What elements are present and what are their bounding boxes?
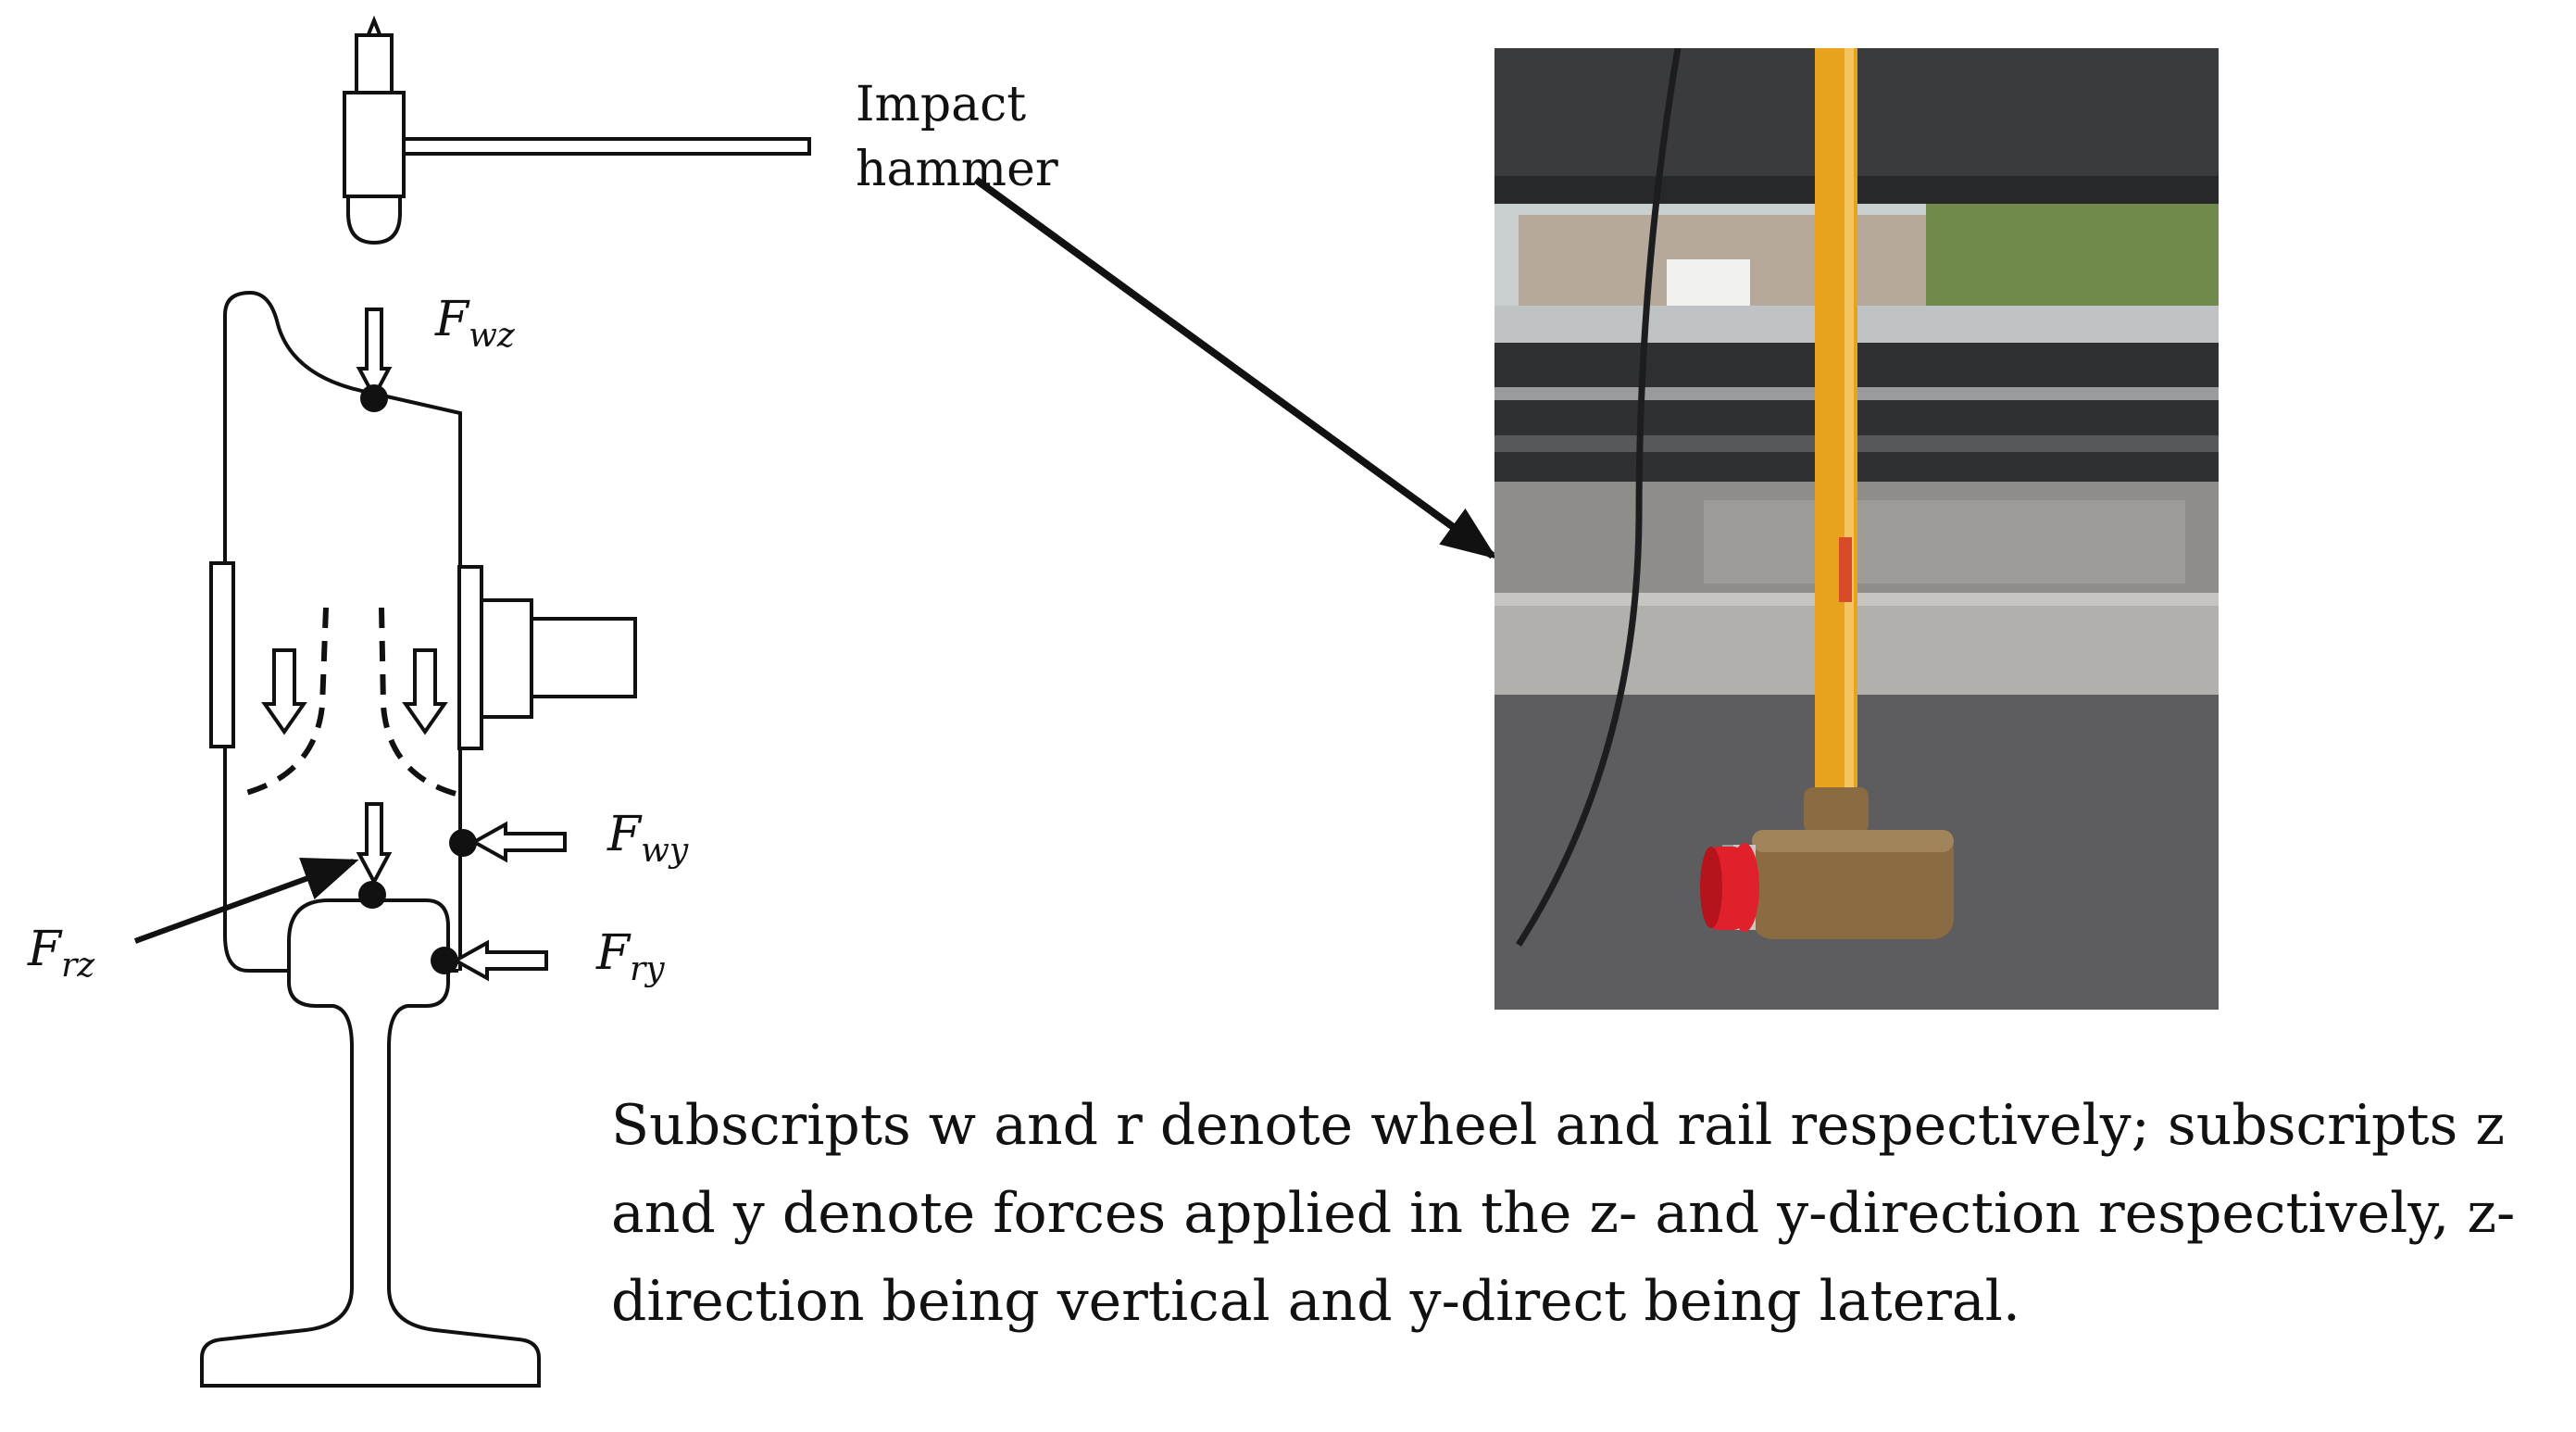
contact-points	[358, 384, 477, 974]
hammer-schematic	[343, 15, 811, 245]
hammer-label-line2: hammer	[856, 142, 1058, 197]
force-label-ry: Fry	[595, 925, 665, 988]
force-arrow-rz-down-icon	[356, 802, 393, 886]
contact-point-wy	[449, 829, 477, 857]
rail-schematic	[200, 898, 541, 1388]
contact-point-wz	[360, 384, 388, 412]
hammer-pointer-arrow	[973, 176, 1497, 559]
contact-point-ry	[431, 947, 458, 974]
wheel-schematic	[209, 290, 637, 973]
force-label-wz: Fwz	[434, 292, 516, 355]
wheel-load-arrow-right-icon	[402, 648, 448, 735]
force-arrows	[356, 308, 567, 982]
force-pointer-rz	[133, 857, 359, 944]
contact-point-rz	[358, 881, 386, 909]
force-arrow-ry-icon	[451, 939, 548, 982]
figure-caption: Subscripts w and r denote wheel and rail…	[611, 1093, 2516, 1334]
wheel-load-arrow-left-icon	[261, 648, 307, 735]
force-arrow-wy-icon	[469, 821, 567, 863]
hammer-label-line1: Impact	[856, 77, 1026, 132]
force-label-rz: Frz	[27, 922, 95, 985]
hammer-photo	[1494, 48, 2219, 1010]
force-label-wy: Fwy	[606, 807, 689, 870]
force-arrow-wz-icon	[356, 308, 393, 401]
